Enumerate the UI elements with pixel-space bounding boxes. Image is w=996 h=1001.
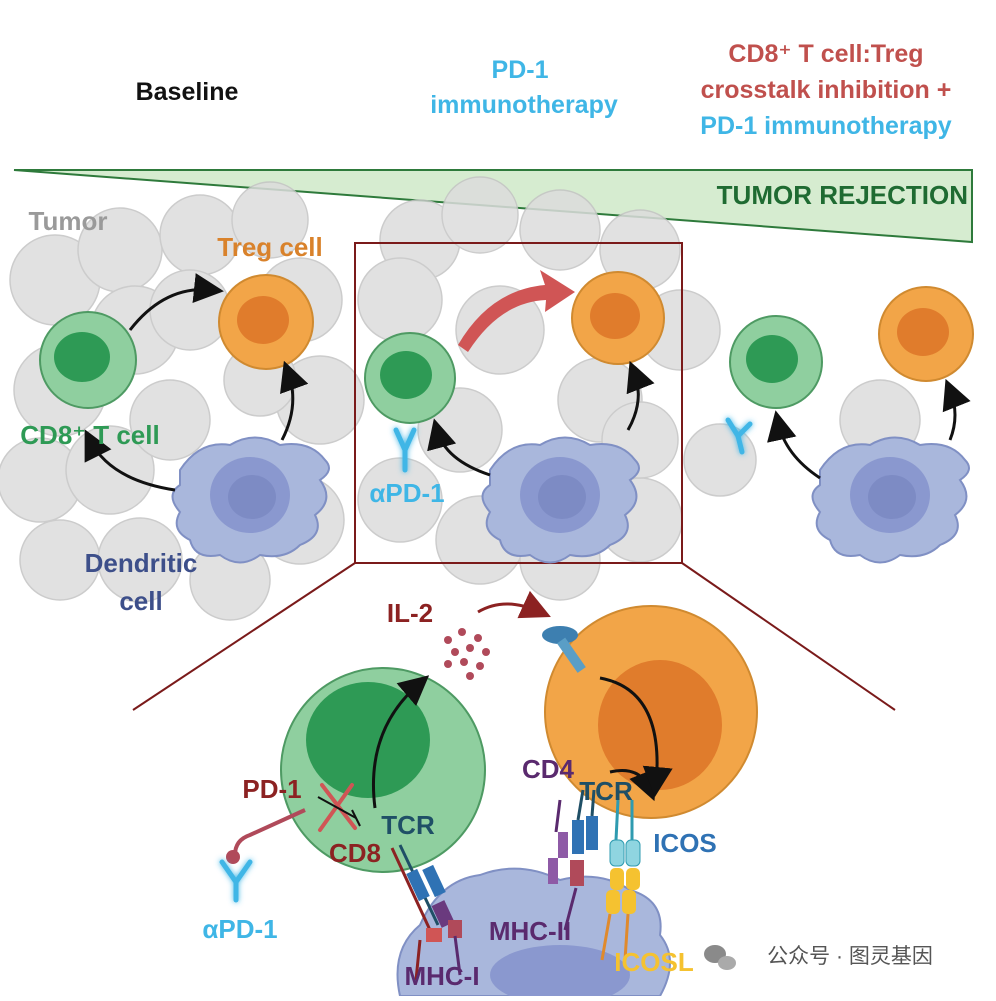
bottom-treg-cell: [544, 605, 758, 819]
baseline-arrow-cd8-to-treg: [128, 273, 224, 331]
icos-icosl-complex: [600, 799, 641, 961]
label-tumor: Tumor: [29, 206, 108, 236]
treg-internal-arrow-2: [599, 676, 673, 797]
antibody-icon: [725, 417, 753, 455]
header-pd1-line2: immunotherapy: [430, 91, 618, 119]
pd1-receptor: [233, 808, 306, 856]
baseline-dendritic-cell: [171, 436, 330, 564]
header-baseline: Baseline: [136, 78, 239, 106]
label-apd1-top: αPD-1: [369, 478, 444, 508]
cd8-internal-arrow: [371, 675, 430, 809]
il2-arrow: [477, 590, 551, 619]
combo-cd8-cell: [729, 315, 823, 409]
zoom-line-left: [132, 562, 356, 711]
baseline-arrow-dc-to-treg: [280, 360, 309, 441]
label-mhc2: MHC-II: [489, 916, 571, 946]
tcr-mhc2-complex: [548, 789, 598, 931]
label-cd8-marker: CD8: [329, 838, 381, 868]
antibody-icon: [219, 859, 253, 903]
pd1-red-arrow: [458, 270, 575, 352]
pd1-dendritic-cell: [481, 436, 640, 564]
inhibition-line: [317, 796, 357, 819]
label-cd8-t-cell: CD8⁺ T cell: [20, 420, 159, 450]
combo-arrow-dc-to-treg: [942, 378, 971, 441]
il2-receptor: [542, 626, 586, 673]
label-icosl: ICOSL: [614, 947, 694, 977]
antibody-icon: [393, 427, 417, 473]
zoom-line-right: [681, 562, 896, 711]
header-combo-line3: PD-1 immunotherapy: [700, 112, 952, 140]
header-pd1-line1: PD-1: [492, 56, 549, 84]
pd1-treg-cell: [571, 271, 665, 365]
label-icos: ICOS: [653, 828, 717, 858]
label-pd1: PD-1: [242, 774, 301, 804]
header-combo-line1: CD8⁺ T cell:Treg: [728, 40, 923, 68]
label-dendritic-line1: Dendritic: [85, 548, 198, 578]
pd1-arrow-dc-to-treg: [626, 360, 655, 431]
bottom-dendritic-cell: [396, 867, 671, 1001]
label-treg-cell: Treg cell: [217, 232, 323, 262]
label-mhc1: MHC-I: [404, 961, 479, 991]
baseline-arrow-dc-to-cd8: [84, 429, 176, 492]
label-cd4: CD4: [522, 754, 575, 784]
label-tcr-right: TCR: [579, 776, 633, 806]
wechat-icon: [704, 945, 736, 970]
combo-arrow-dc-to-cd8: [767, 410, 821, 480]
watermark: 公众号 · 图灵基因: [704, 945, 933, 970]
label-apd1-bottom: αPD-1: [202, 914, 277, 944]
tcr-mhc1-complex: [390, 844, 462, 981]
label-il2: IL-2: [387, 598, 433, 628]
combo-treg-cell: [878, 286, 974, 382]
watermark-text: 公众号 · 图灵基因: [767, 945, 933, 968]
pd1-cd8-cell: [364, 332, 456, 424]
combo-dendritic-cell: [811, 436, 970, 564]
label-dendritic-line2: cell: [119, 586, 162, 616]
pd1-arrow-dc-to-cd8: [427, 418, 491, 477]
header-combo-line2: crosstalk inhibition +: [701, 76, 952, 104]
label-tcr-left: TCR: [381, 810, 435, 840]
zoom-box: [354, 242, 683, 564]
il2-particles: [444, 628, 490, 680]
inhibition-bar: [351, 809, 361, 827]
bottom-cd8-cell: [280, 667, 486, 873]
tumor-rejection-label: TUMOR REJECTION: [717, 180, 968, 210]
baseline-treg-cell: [218, 274, 314, 370]
pd1-receptor-tip: [226, 850, 240, 864]
baseline-cd8-cell: [39, 311, 137, 409]
